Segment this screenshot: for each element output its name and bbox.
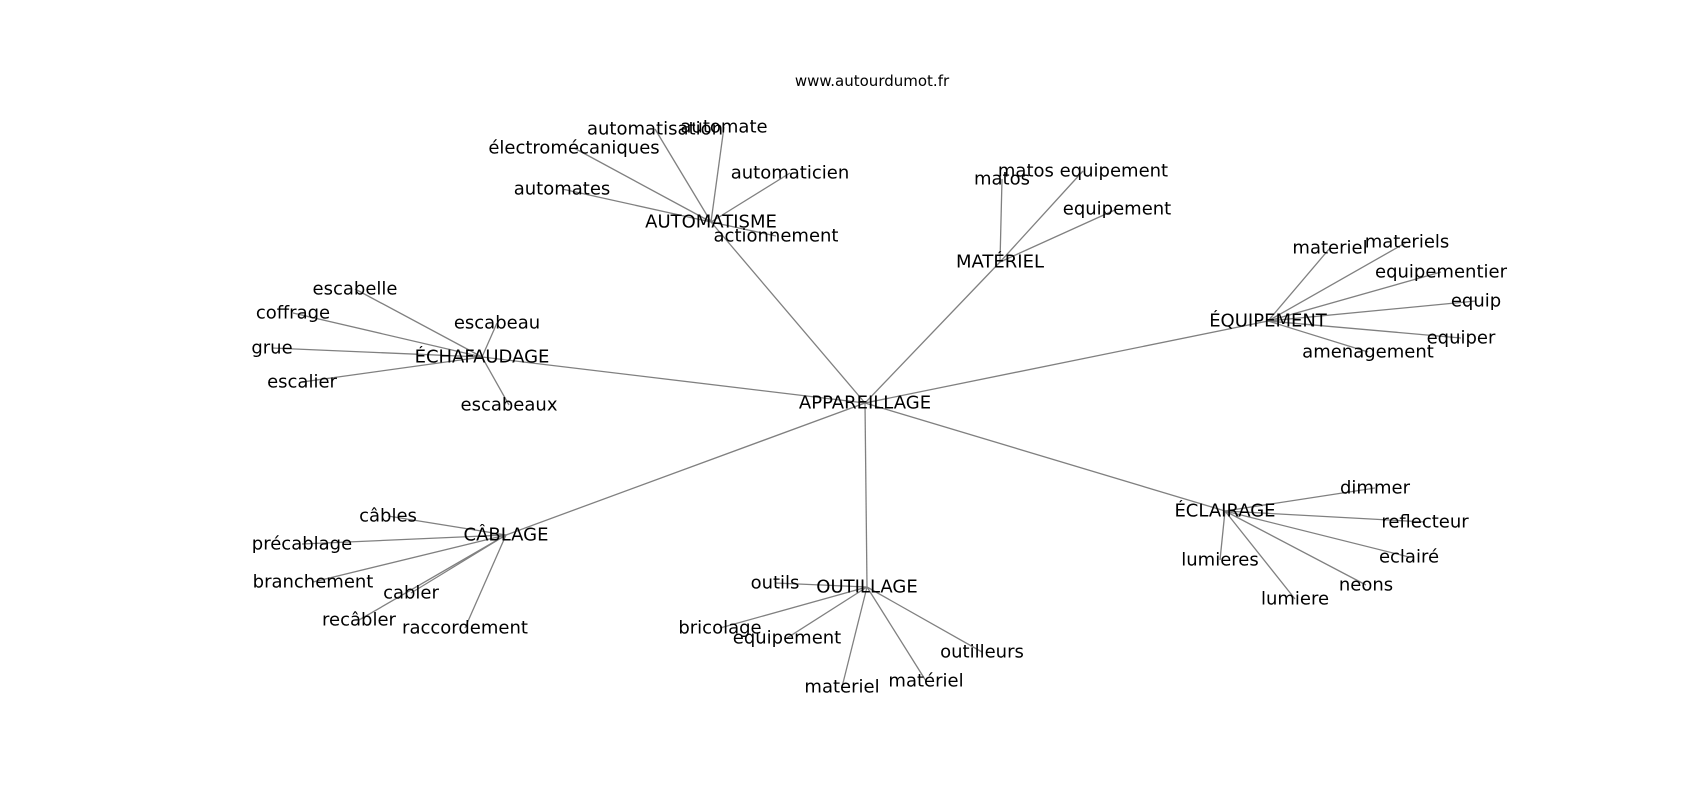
edge-cablage-leaf	[301, 534, 507, 545]
leaf-node-cablage[interactable]: recâbler	[322, 610, 397, 631]
edge-outillage-leaf	[774, 582, 868, 588]
edge-eclairage-leaf	[1224, 487, 1376, 512]
edge-center-outillage	[864, 402, 868, 588]
edge-outillage-leaf	[786, 586, 868, 639]
leaf-node-cablage[interactable]: précablage	[252, 534, 352, 555]
leaf-node-echafaudage[interactable]: escabeaux	[461, 395, 558, 416]
edge-eclairage-leaf	[1224, 510, 1410, 558]
leaf-node-automatisme[interactable]: automatisation	[587, 119, 723, 140]
graph-labels: www.autourdumot.fr APPAREILLAGE AUTOMATIS…	[251, 72, 1507, 698]
leaf-node-outillage[interactable]: outils	[751, 573, 800, 594]
leaf-node-automatisme[interactable]: automaticien	[731, 163, 850, 184]
edge-equipement-leaf	[1267, 271, 1442, 322]
edge-echafaudage-leaf	[301, 356, 483, 383]
leaf-node-cablage[interactable]: câbles	[359, 506, 417, 527]
hub-node-eclairage[interactable]: ÉCLAIRAGE	[1174, 500, 1275, 522]
edge-outillage-leaf	[866, 586, 927, 682]
edge-materiel-leaf	[999, 208, 1118, 263]
edge-automatisme-leaf	[561, 188, 712, 223]
leaf-node-outillage[interactable]: materiel	[804, 677, 879, 698]
leaf-node-materiel[interactable]: matos	[974, 169, 1030, 190]
edge-cablage-leaf	[464, 534, 507, 629]
edge-equipement-leaf	[1267, 241, 1408, 322]
edge-center-eclairage	[864, 402, 1226, 512]
leaf-node-eclairage[interactable]: dimmer	[1340, 478, 1411, 499]
edge-echafaudage-leaf	[481, 356, 510, 406]
leaf-node-automatisme[interactable]: électromécaniques	[488, 138, 659, 159]
leaf-node-eclairage[interactable]: neons	[1339, 575, 1393, 596]
edge-outillage-leaf	[841, 586, 868, 688]
leaf-node-eclairage[interactable]: reflecteur	[1381, 512, 1469, 533]
edge-equipement-leaf	[1267, 300, 1477, 322]
edge-eclairage-leaf	[1219, 510, 1226, 561]
hub-node-echafaudage[interactable]: ÉCHAFAUDAGE	[415, 346, 550, 368]
edge-automatisme-leaf	[710, 172, 791, 223]
edge-center-echafaudage	[481, 356, 866, 404]
hub-node-automatisme[interactable]: AUTOMATISME	[645, 212, 777, 233]
edge-cablage-leaf	[312, 534, 507, 583]
leaf-node-automatisme[interactable]: actionnement	[714, 226, 839, 247]
leaf-node-outillage[interactable]: matériel	[888, 671, 963, 692]
edge-materiel-leaf	[999, 170, 1084, 263]
leaf-node-cablage[interactable]: cabler	[383, 583, 439, 604]
hub-node-equipement[interactable]: ÉQUIPEMENT	[1209, 310, 1328, 332]
edge-equipement-leaf	[1267, 247, 1331, 322]
edge-automatisme-leaf	[710, 221, 777, 237]
edge-echafaudage-leaf	[481, 322, 498, 358]
edge-echafaudage-leaf	[292, 312, 483, 358]
edge-echafaudage-leaf	[271, 347, 483, 358]
leaf-node-echafaudage[interactable]: escalier	[267, 372, 337, 393]
edge-eclairage-leaf	[1224, 510, 1426, 523]
leaf-node-automatisme[interactable]: automates	[514, 179, 611, 200]
leaf-node-equipement[interactable]: materiels	[1365, 232, 1450, 253]
leaf-node-cablage[interactable]: branchement	[253, 572, 374, 593]
leaf-node-equipement[interactable]: materiel	[1292, 238, 1367, 259]
edge-equipement-leaf	[1267, 320, 1369, 353]
leaf-node-eclairage[interactable]: lumieres	[1181, 550, 1258, 571]
leaf-node-outillage[interactable]: bricolage	[678, 618, 761, 639]
center-node-label[interactable]: APPAREILLAGE	[799, 393, 931, 414]
leaf-node-echafaudage[interactable]: grue	[251, 338, 292, 359]
leaf-node-echafaudage[interactable]: escabelle	[313, 279, 398, 300]
leaf-node-outillage[interactable]: equipement	[733, 628, 841, 649]
leaf-node-automatisme[interactable]: automate	[680, 117, 767, 138]
edge-cablage-leaf	[358, 534, 507, 621]
leaf-node-eclairage[interactable]: lumiere	[1261, 589, 1329, 610]
edge-echafaudage-leaf	[354, 288, 483, 358]
leaf-node-echafaudage[interactable]: escabeau	[454, 313, 540, 334]
leaf-node-eclairage[interactable]: eclairé	[1379, 547, 1439, 568]
leaf-node-cablage[interactable]: raccordement	[402, 618, 528, 639]
hub-node-outillage[interactable]: OUTILLAGE	[816, 577, 917, 598]
leaf-node-equipement[interactable]: equip	[1451, 291, 1501, 312]
leaf-node-outillage[interactable]: outilleurs	[940, 642, 1024, 663]
edge-eclairage-leaf	[1224, 510, 1296, 600]
edge-outillage-leaf	[866, 586, 983, 653]
edge-eclairage-leaf	[1224, 510, 1367, 586]
edge-center-automatisme	[710, 221, 866, 404]
edge-materiel-leaf	[999, 178, 1003, 263]
leaf-node-equipement[interactable]: equiper	[1427, 328, 1496, 349]
leaf-node-materiel[interactable]: equipement	[1063, 199, 1171, 220]
graph-edges	[271, 126, 1477, 688]
edge-center-cablage	[505, 402, 866, 536]
leaf-node-echafaudage[interactable]: coffrage	[256, 303, 330, 324]
hub-node-materiel[interactable]: MATÉRIEL	[956, 251, 1044, 273]
source-credit: www.autourdumot.fr	[795, 72, 950, 90]
edge-automatisme-leaf	[573, 147, 712, 223]
hub-node-cablage[interactable]: CÂBLAGE	[464, 524, 549, 546]
edge-center-materiel	[864, 261, 1001, 404]
edge-center-equipement	[864, 320, 1269, 404]
leaf-node-materiel[interactable]: matos equipement	[998, 161, 1168, 182]
edge-automatisme-leaf	[654, 128, 712, 223]
edge-automatisme-leaf	[710, 126, 725, 223]
leaf-node-equipement[interactable]: equipementier	[1375, 262, 1508, 283]
edge-cablage-leaf	[387, 515, 507, 536]
leaf-node-equipement[interactable]: amenagement	[1302, 342, 1434, 363]
edge-equipement-leaf	[1267, 320, 1462, 339]
edge-outillage-leaf	[719, 586, 868, 629]
